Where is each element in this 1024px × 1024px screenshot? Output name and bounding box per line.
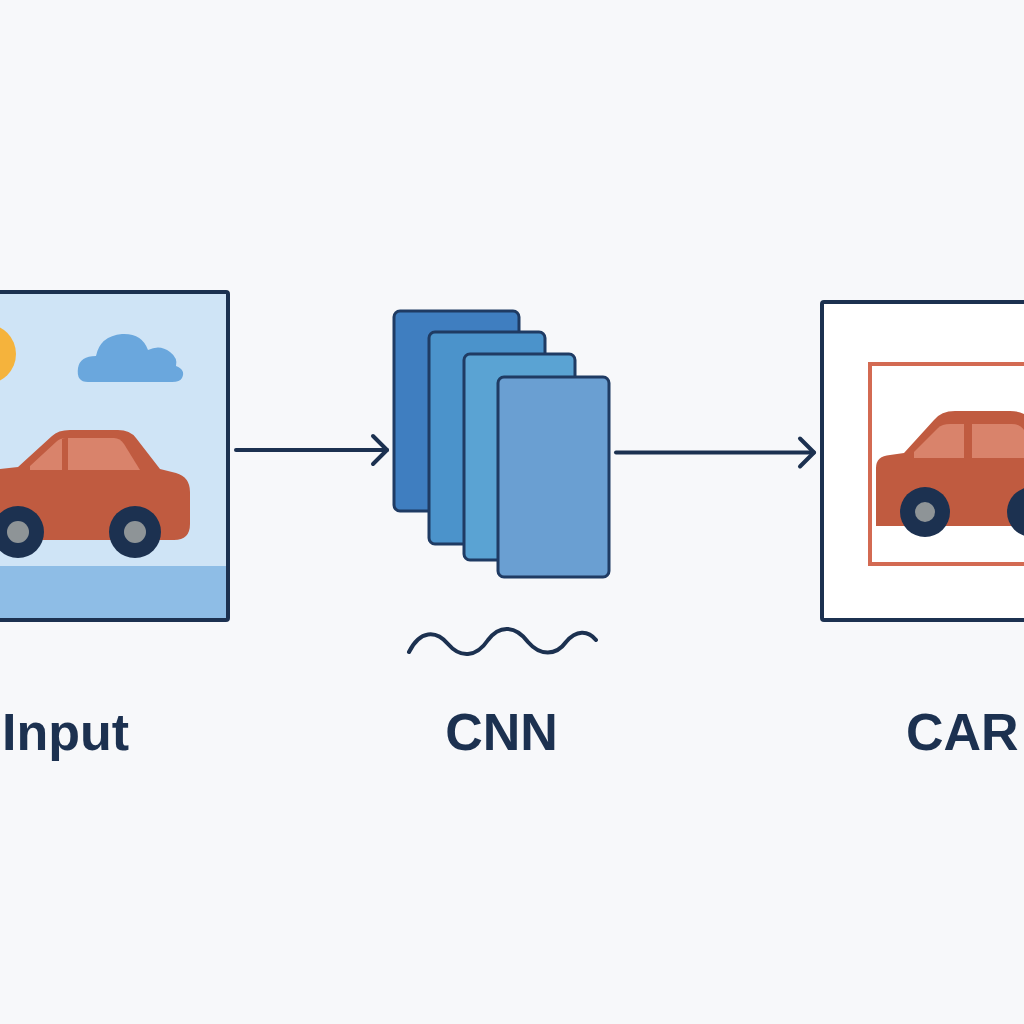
car-hubcap [7,521,29,543]
car-wheel [0,506,44,558]
node-label: Input [2,706,222,758]
input-image-box: Input [0,290,230,622]
feature-map [394,311,519,511]
wave-symbol [409,629,596,654]
car-wheel [900,487,950,537]
node-label: CNN [393,706,610,758]
bounding-box [870,364,1024,564]
arrow-head [373,436,387,464]
car-body [0,430,190,540]
car-hubcap [124,521,146,543]
cloud [78,334,183,382]
flow-arrow [236,436,387,464]
car-wheel [109,506,161,558]
sun [0,324,16,384]
ground-band [0,566,226,618]
arrow-shaft [236,448,387,452]
car-body [876,411,1024,526]
feature-map [498,377,609,577]
cnn-layers [394,311,609,654]
output-image-box: CAR [820,300,1024,622]
car-hubcap [915,502,935,522]
input-illustration [0,324,226,618]
car-window [30,438,66,470]
flow-arrow [616,439,814,467]
car-wheel [1007,487,1024,537]
node-label: CAR [906,706,1024,758]
feature-map [429,332,545,544]
cnn-layer-stack: CNN [393,310,610,578]
car-window [972,424,1024,458]
feature-map [464,354,575,560]
arrow-head [800,439,814,467]
arrow-shaft [616,451,814,455]
output-illustration [870,364,1024,564]
car-window [914,424,964,458]
car-window [68,438,140,470]
